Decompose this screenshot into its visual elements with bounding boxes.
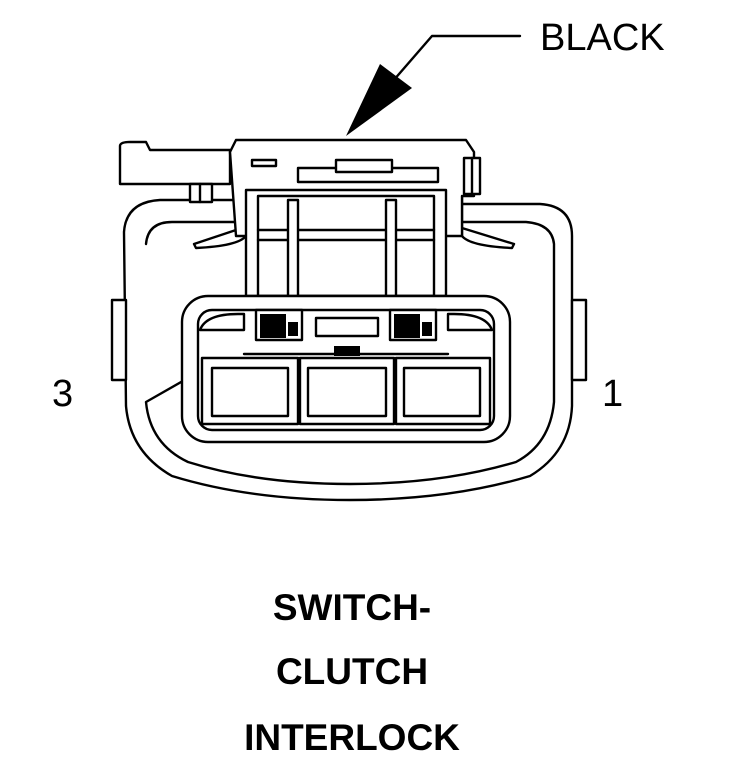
title-line-2: CLUTCH bbox=[276, 651, 428, 692]
color-label: BLACK bbox=[540, 17, 665, 59]
pin-cavities bbox=[200, 356, 492, 426]
pin-label-left: 3 bbox=[52, 373, 73, 415]
title-line-3: INTERLOCK bbox=[244, 717, 460, 758]
title-line-1: SWITCH- bbox=[273, 587, 431, 628]
pin-label-right: 1 bbox=[602, 373, 623, 415]
callout-arrow bbox=[346, 34, 522, 136]
